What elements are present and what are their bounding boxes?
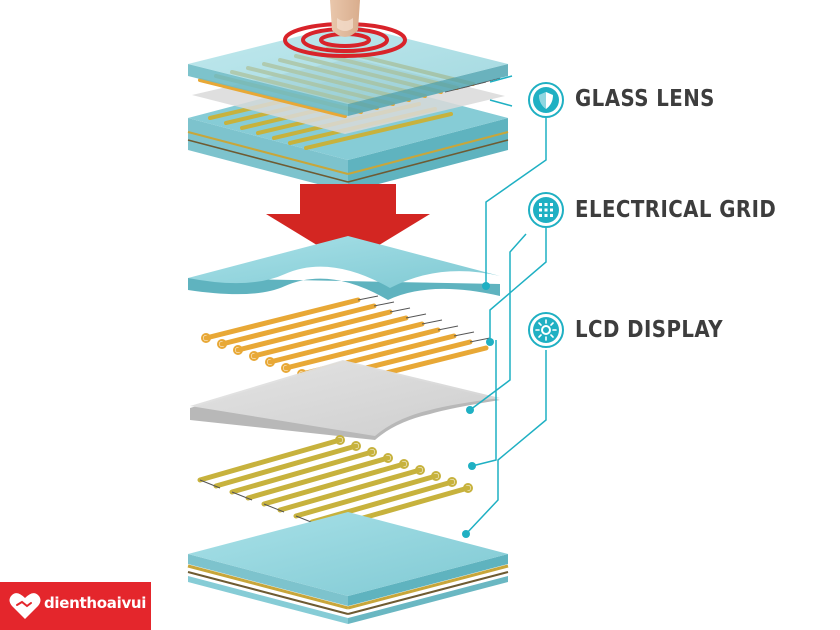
label-glass-lens: GLASS LENS <box>575 86 715 112</box>
handshake-heart-icon <box>9 593 41 619</box>
assembled-glass-right-side <box>348 64 508 116</box>
shield-icon <box>528 82 564 118</box>
label-lcd-display: LCD DISPLAY <box>575 317 724 343</box>
finger-icon <box>330 0 360 37</box>
grid-icon <box>528 192 564 228</box>
sun-icon <box>528 312 564 348</box>
callout-dots <box>462 282 494 538</box>
down-arrow-icon <box>266 184 430 264</box>
assembled-base-right-side <box>348 118 508 192</box>
label-electrical-grid: ELECTRICAL GRID <box>575 197 777 223</box>
callout-connectors <box>465 75 547 535</box>
assembled-glass-left-side <box>188 64 348 116</box>
assembled-screen-stack <box>187 0 509 192</box>
gray-film-layer <box>190 360 500 440</box>
lcd-display-layer <box>187 512 509 624</box>
brand-logo: dienthoaivui <box>0 582 151 630</box>
assembled-base-left-side <box>188 118 348 192</box>
brand-name: dienthoaivui <box>44 594 147 612</box>
assembled-glass-top <box>188 24 508 104</box>
glass-lens-layer <box>188 236 500 300</box>
